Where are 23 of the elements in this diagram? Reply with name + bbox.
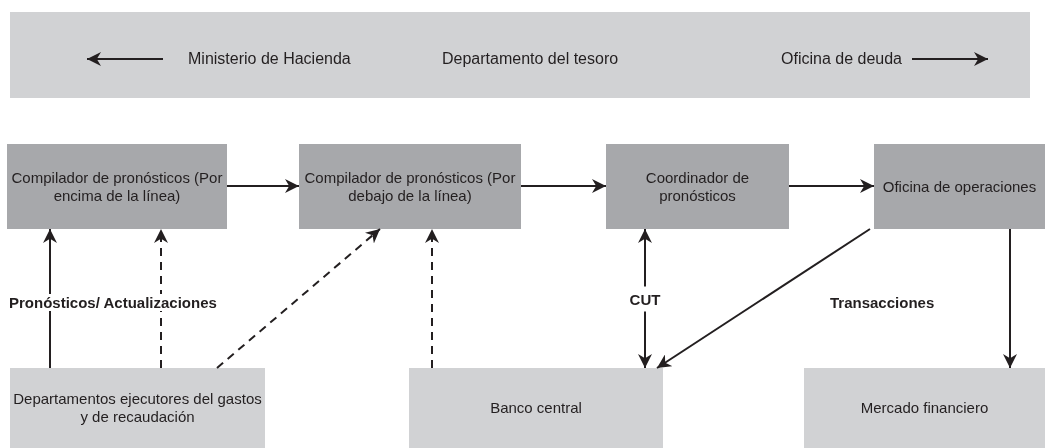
process-box: Banco central — [409, 368, 663, 448]
arrow — [1003, 228, 1017, 369]
process-box: Compilador de pronósticos (Por debajo de la línea) — [299, 144, 521, 229]
arrow — [788, 179, 875, 193]
process-box: Oficina de operaciones — [874, 144, 1045, 229]
process-box: Coordinador de pronósticos — [606, 144, 789, 229]
arrow — [43, 228, 57, 369]
dashed-arrow — [425, 228, 439, 369]
dashed-arrow — [216, 228, 381, 369]
department-label: Oficina de deuda — [781, 50, 902, 68]
dashed-arrow — [154, 228, 168, 369]
process-box: Mercado financiero — [804, 368, 1045, 448]
arrow — [520, 179, 607, 193]
arrow — [226, 179, 300, 193]
arrow — [656, 228, 871, 369]
header-band — [10, 12, 1030, 98]
process-box: Departamentos ejecutores del gastos y de recaudación — [10, 368, 265, 448]
flow-label: Pronósticos/ Actualizaciones — [7, 294, 219, 311]
flow-label: Transacciones — [828, 294, 937, 311]
department-label: Departamento del tesoro — [442, 50, 619, 68]
department-label: Ministerio de Hacienda — [188, 50, 351, 68]
process-box: Compilador de pronósticos (Por encima de la línea) — [7, 144, 227, 229]
edge-label: CUT — [627, 286, 663, 311]
